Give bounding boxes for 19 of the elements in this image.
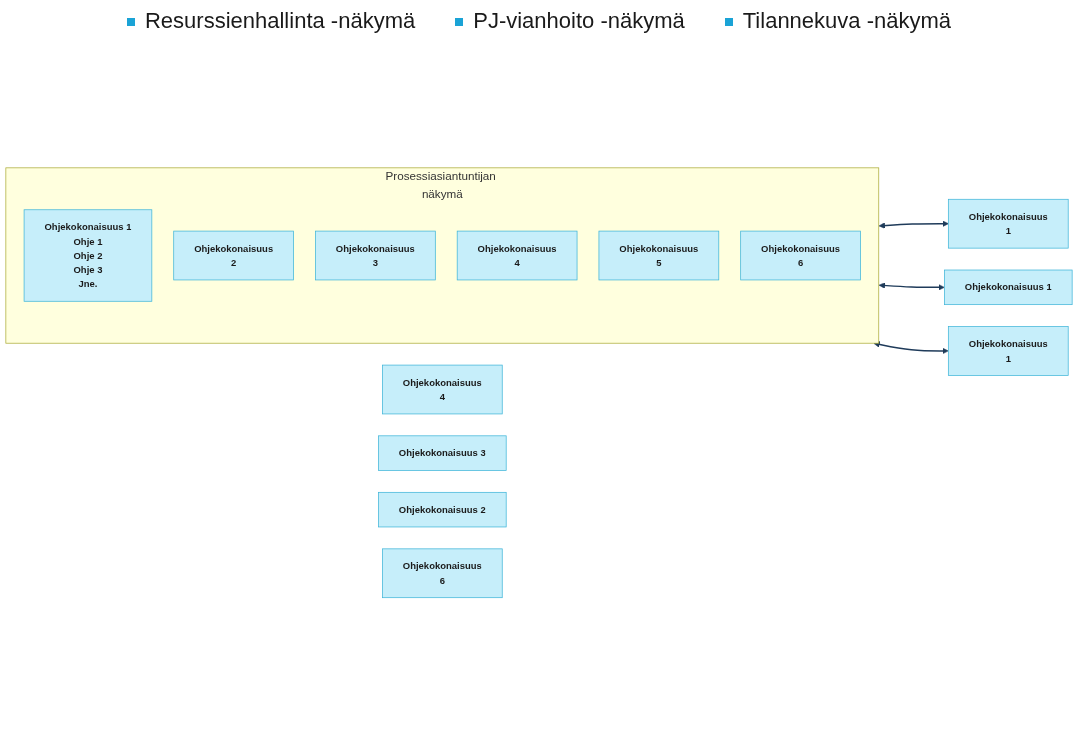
node-box: Ohjekokonaisuus 4 <box>382 364 503 415</box>
heading-text: Resurssienhallinta -näkymä <box>126 8 416 34</box>
heading-text: Tilannekuva -näkymä <box>724 8 952 34</box>
node-box: Ohjekokonaisuus 3 <box>315 230 436 281</box>
node-box: Ohjekokonaisuus 1 Ohje 1 Ohje 2 Ohje 3 Jne. <box>23 209 153 302</box>
heading-text: PJ-vianhoito -näkymä <box>455 8 685 34</box>
node-box: Ohjekokonaisuus 6 <box>382 548 503 599</box>
arrow <box>878 282 945 291</box>
node-box: Ohjekokonaisuus 1 <box>944 269 1073 306</box>
node-box: Ohjekokonaisuus 4 <box>456 230 578 281</box>
arrow <box>878 220 949 229</box>
node-box: Ohjekokonaisuus 1 <box>947 326 1069 376</box>
node-box: Ohjekokonaisuus 2 <box>173 230 294 281</box>
node-box: Ohjekokonaisuus 3 <box>378 435 507 472</box>
node-box: Ohjekokonaisuus 5 <box>598 230 720 281</box>
arrow <box>873 341 949 355</box>
node-box: Ohjekokonaisuus 2 <box>378 492 507 528</box>
node-box: Ohjekokonaisuus 6 <box>740 230 861 281</box>
node-box: Ohjekokonaisuus 1 <box>947 199 1069 249</box>
